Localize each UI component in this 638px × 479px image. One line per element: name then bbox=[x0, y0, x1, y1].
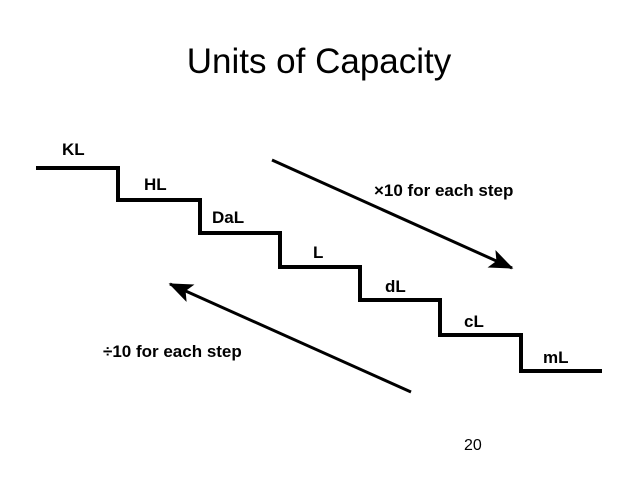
multiply-arrow-icon bbox=[271, 158, 514, 270]
step-label-deciliter: dL bbox=[385, 277, 406, 296]
page-title: Units of Capacity bbox=[186, 42, 452, 81]
step-label-milliliter: mL bbox=[543, 348, 569, 367]
divide-annotation-label: ÷10 for each step bbox=[103, 342, 242, 361]
step-label-kiloliter: KL bbox=[62, 140, 85, 159]
step-label-dekaliter: DaL bbox=[212, 208, 245, 227]
divide-arrow-icon bbox=[168, 282, 412, 394]
multiply-annotation-label: ×10 for each step bbox=[374, 181, 514, 200]
step-label-liter: L bbox=[313, 243, 324, 262]
page-number: 20 bbox=[464, 437, 482, 454]
staircase-path bbox=[36, 166, 602, 373]
step-label-hectoliter: HL bbox=[144, 175, 167, 194]
step-label-centiliter: cL bbox=[464, 312, 484, 331]
